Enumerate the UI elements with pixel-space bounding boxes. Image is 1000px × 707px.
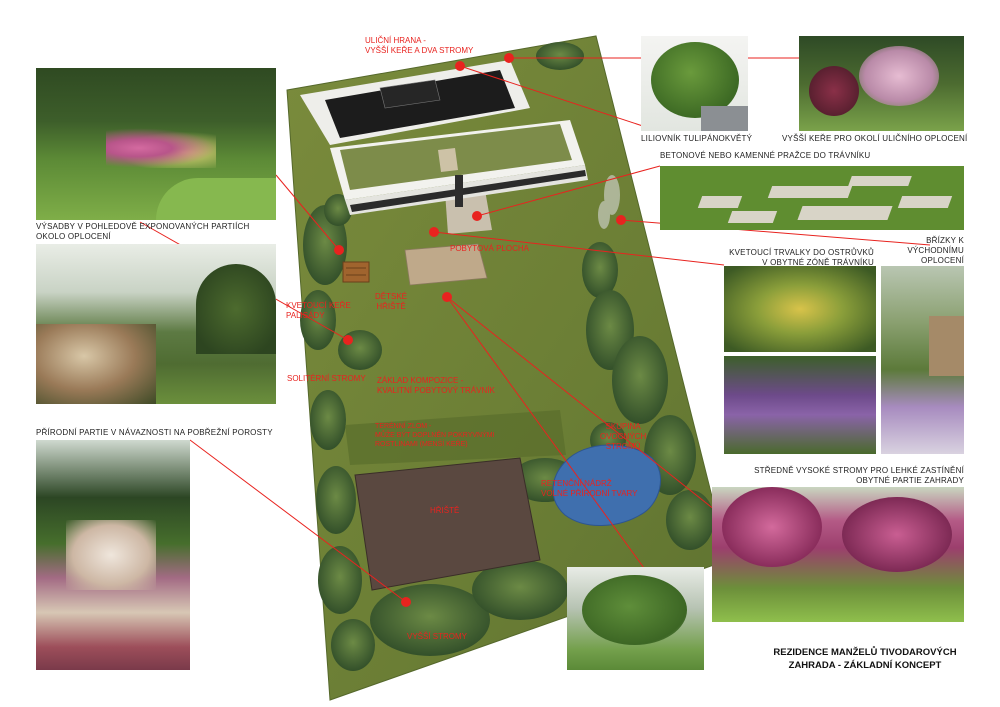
pond-line1: RETENČNÍ NÁDRŽ [541, 479, 612, 488]
plan-label-fruit: SKUPINA OVOCNÝCH STROMŮ [600, 422, 646, 452]
photo-fruit-trees [567, 567, 704, 670]
playground [342, 261, 370, 283]
house [300, 60, 588, 215]
photo-meadow-landscape [36, 244, 276, 404]
paver-6 [897, 196, 953, 208]
street-edge-line1: ULIČNÍ HRANA - [365, 36, 426, 45]
photo-tree-house [701, 106, 748, 131]
photo-blossom-left [722, 487, 822, 567]
lawn-plantings-line1: VÝSADBY V POHLEDOVĚ EXPONOVANÝCH PARTIÍC… [36, 222, 250, 231]
photo-flowers [106, 128, 216, 168]
tree-belts [300, 42, 714, 671]
paver-4 [797, 206, 893, 220]
photo-garden-border [36, 68, 276, 220]
photo-pampas [66, 520, 156, 590]
terrain-line1: TERÉNNÍ ZLOM - [375, 423, 432, 430]
perennials-line1: KVETOUCÍ TRVALKY DO OSTRŮVKŮ [729, 248, 874, 257]
plan-label-terrain: TERÉNNÍ ZLOM - MŮŽE BÝT DOPLNĚN POKRYVNÝ… [375, 422, 495, 449]
caption-perennials: KVETOUCÍ TRVALKY DO OSTRŮVKŮ V OBYTNÉ ZÓ… [724, 248, 874, 268]
photo-grasses [36, 324, 156, 404]
photo-fruit-crown [582, 575, 687, 645]
photo-perennials-yellow [724, 266, 876, 352]
playground-line1: DĚTSKÉ [375, 292, 408, 301]
perennials-line2: V OBYTNÉ ZÓNĚ TRÁVNÍKU [762, 258, 874, 267]
terrain-line3: ROSTLINAMI (MENŠÍ KEŘE) [375, 441, 468, 448]
plan-label-solitaire: SOLITÉRNÍ STROMY [287, 374, 366, 383]
caption-lawn-plantings: VÝSADBY V POHLEDOVĚ EXPONOVANÝCH PARTIÍC… [36, 222, 249, 242]
pond-line2: VOLNÉ PŘÍRODNÍ TVARY [541, 489, 638, 498]
birch-trees [598, 175, 620, 229]
title-line2: ZAHRADA - ZÁKLADNÍ KONCEPT [788, 660, 942, 671]
lawn-line1: ZÁKLAD KOMPOZICE - [377, 376, 464, 385]
court [354, 457, 541, 591]
photo-natural-grasses [36, 440, 190, 670]
street-edge-line2: VYŠŠÍ KEŘE A DVA STROMY [365, 46, 474, 55]
terrace [404, 243, 488, 286]
page-title: REZIDENCE MANŽELŮ TIVODAROVÝCH ZAHRADA -… [760, 646, 970, 672]
medium-trees-line1: STŘEDNĚ VYSOKÉ STROMY PRO LEHKÉ ZASTÍNĚN… [754, 466, 964, 475]
photo-pink-shrub [859, 46, 939, 106]
photo-trees-right [196, 264, 276, 354]
caption-tall-shrubs: VYŠŠÍ KEŘE PRO OKOLÍ ULIČNÍHO OPLOCENÍ [782, 134, 968, 143]
plan-label-pond: RETENČNÍ NÁDRŽ VOLNÉ PŘÍRODNÍ TVARY [541, 479, 637, 499]
photo-blossom-trees [712, 487, 964, 622]
plan-label-street-edge: ULIČNÍ HRANA - VYŠŠÍ KEŘE A DVA STROMY [365, 36, 473, 56]
plan-label-lawn: ZÁKLAD KOMPOZICE - KVALITNÍ POBYTOVÝ TRÁ… [377, 376, 495, 396]
flower-bed-line1: KVETOUCÍ KEŘE [286, 301, 351, 310]
photo-wall [929, 316, 964, 376]
photo-tulip-tree [641, 36, 748, 131]
caption-liriodendron: LILIOVNÍK TULIPÁNOKVĚTÝ [641, 134, 753, 143]
plan-label-court: HŘIŠTĚ [430, 506, 460, 515]
photo-tall-shrubs [799, 36, 964, 131]
birches-line2: VÝCHODNÍMU [907, 246, 964, 255]
fruit-line3: STROMŮ [605, 442, 641, 451]
photo-tree-crown [651, 42, 739, 118]
pond [552, 444, 661, 526]
photo-lawn [156, 178, 276, 220]
photo-red-shrub [809, 66, 859, 116]
caption-natural-parts: PŘÍRODNÍ PARTIE V NÁVAZNOSTI NA POBŘEŽNÍ… [36, 428, 273, 437]
caption-birches: BŘÍZKY K VÝCHODNÍMU OPLOCENÍ [900, 236, 964, 266]
paver-1 [697, 196, 743, 208]
fruit-line1: SKUPINA [605, 422, 641, 431]
photo-blossom-right [842, 497, 952, 572]
caption-pavers: BETONOVÉ NEBO KAMENNÉ PRAŽCE DO TRÁVNÍKU [660, 151, 871, 160]
plan-label-flower-bed: KVETOUCÍ KEŘE PALISÁDY [286, 301, 351, 321]
terrain-break [345, 410, 566, 465]
flower-bed-line2: PALISÁDY [286, 311, 325, 320]
fruit-line2: OVOCNÝCH [600, 432, 647, 441]
lawn-plantings-line2: OKOLO OPLOCENÍ [36, 232, 111, 241]
paver-5 [848, 176, 912, 186]
photo-perennials-birch [881, 266, 964, 454]
title-line1: REZIDENCE MANŽELŮ TIVODAROVÝCH [773, 647, 957, 658]
caption-medium-trees: STŘEDNĚ VYSOKÉ STROMY PRO LEHKÉ ZASTÍNĚN… [712, 466, 964, 486]
medium-trees-line2: OBYTNÉ PARTIE ZAHRADY [856, 476, 964, 485]
birches-line3: OPLOCENÍ [921, 256, 964, 265]
photo-pavers [660, 166, 964, 230]
birches-line1: BŘÍZKY K [926, 236, 964, 245]
plan-label-playground: DĚTSKÉ HŘIŠTĚ [375, 292, 407, 312]
lawn-line2: KVALITNÍ POBYTOVÝ TRÁVNÍK [377, 386, 495, 395]
plan-label-tall-trees: VYŠŠÍ STROMY [407, 632, 468, 641]
plan-label-terrace: POBYTOVÁ PLOCHA [450, 244, 529, 253]
playground-line2: HŘIŠTĚ [376, 302, 406, 311]
paver-3 [767, 186, 853, 198]
paver-2 [727, 211, 778, 223]
terrain-line2: MŮŽE BÝT DOPLNĚN POKRYVNÝMI [375, 432, 495, 439]
photo-perennials-purple [724, 356, 876, 454]
